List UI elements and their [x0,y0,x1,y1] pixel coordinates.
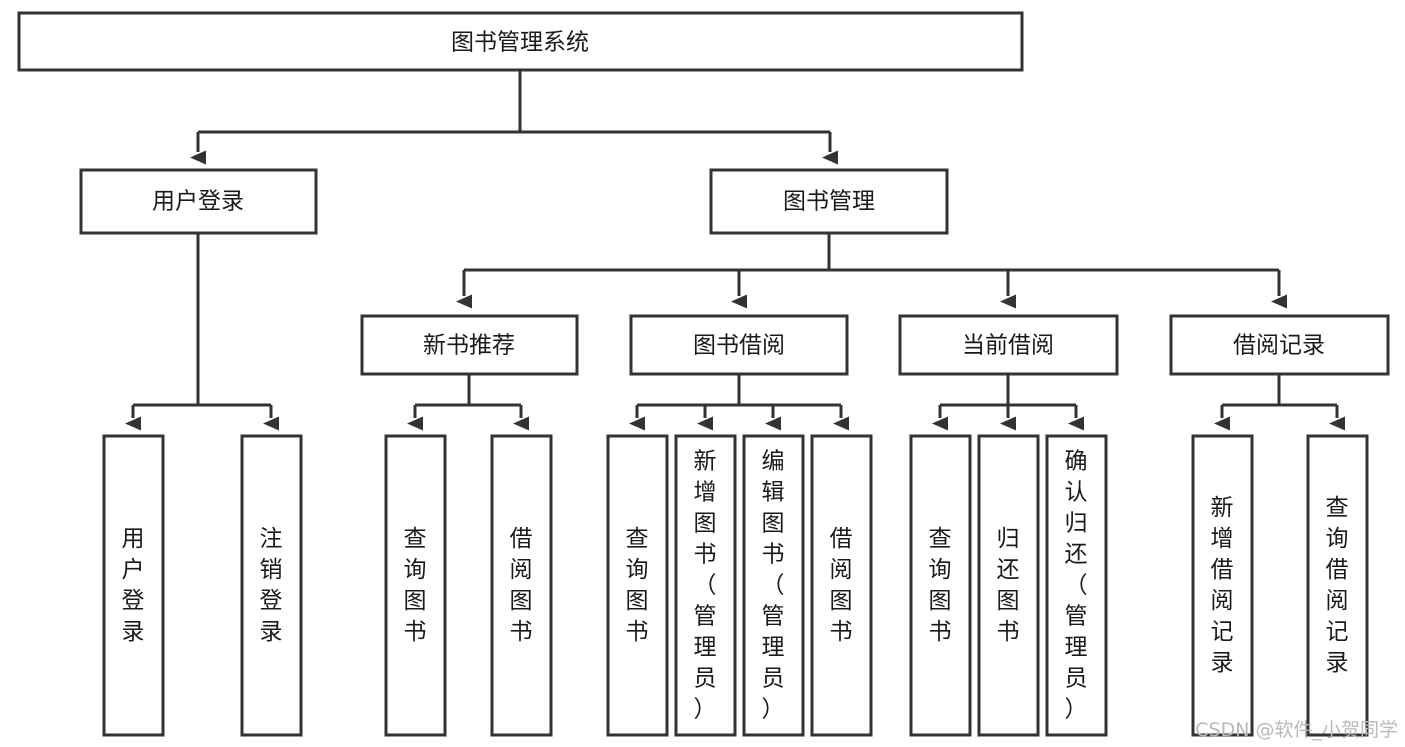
leaf-label: 新增图书（管理员） [694,449,717,723]
leaf-label: 借阅图书 [510,526,533,645]
leaf-box [384,434,447,737]
csdn-watermark: CSDN @软件_小贺同学 [1195,719,1398,741]
node-book-manage-box [709,168,949,235]
leaf-label: 查询图书 [929,526,952,645]
node-book-manage[interactable]: 图书管理 [709,168,949,235]
node-user-login[interactable]: 用户登录 [79,168,318,235]
leaf-box [102,434,165,737]
node-book-borrow[interactable]: 图书借阅 [629,314,849,376]
leaf-borrow-record-query[interactable]: 查询借阅记录 [1306,434,1369,737]
leaf-label: 注销登录 [260,526,283,645]
leaf-box [1045,434,1108,737]
node-root-system[interactable]: 图书管理系统 [17,11,1024,72]
leaf-label: 确认归还（管理员） [1065,449,1088,723]
leaf-label: 查询借阅记录 [1326,495,1349,676]
leaf-box [977,434,1040,737]
leaf-label: 借阅图书 [830,526,853,645]
node-book-manage-label: 图书管理 [783,189,875,215]
node-new-book-recommend-label: 新书推荐 [423,333,515,359]
node-book-borrow-box [629,314,849,376]
leaf-current-borrow-return[interactable]: 归还图书 [977,434,1040,737]
leaf-label: 编辑图书（管理员） [762,449,785,723]
leaf-new-book-query[interactable]: 查询图书 [384,434,447,737]
leaf-label: 用户登录 [122,526,145,645]
leaf-user-login-login[interactable]: 用户登录 [102,434,165,737]
node-borrow-record-label: 借阅记录 [1233,333,1325,359]
leaf-label: 查询图书 [626,526,649,645]
leaf-box [1191,434,1254,737]
leaf-label: 归还图书 [997,526,1020,645]
leaf-borrow-record-add[interactable]: 新增借阅记录 [1191,434,1254,737]
node-root-box [17,11,1024,72]
leaf-box [674,434,737,737]
node-user-login-label: 用户登录 [152,189,244,215]
node-current-borrow[interactable]: 当前借阅 [898,314,1119,376]
leaf-box [909,434,972,737]
node-book-borrow-label: 图书借阅 [693,333,785,359]
node-borrow-record[interactable]: 借阅记录 [1169,314,1390,376]
leaf-box [742,434,805,737]
node-current-borrow-label: 当前借阅 [962,333,1054,359]
leaf-box [490,434,553,737]
leaf-book-borrow-add[interactable]: 新增图书（管理员） [674,434,737,737]
leaf-box [240,434,303,737]
node-borrow-record-box [1169,314,1390,376]
node-new-book-recommend[interactable]: 新书推荐 [360,314,579,376]
leaf-book-borrow-borrow[interactable]: 借阅图书 [810,434,873,737]
node-new-book-recommend-box [360,314,579,376]
leaf-label: 新增借阅记录 [1211,495,1234,676]
leaf-label: 查询图书 [404,526,427,645]
leaf-current-borrow-query[interactable]: 查询图书 [909,434,972,737]
node-current-borrow-box [898,314,1119,376]
leaf-box [606,434,669,737]
leaf-current-borrow-confirm[interactable]: 确认归还（管理员） [1045,434,1108,737]
leaf-new-book-borrow[interactable]: 借阅图书 [490,434,553,737]
leaf-book-borrow-edit[interactable]: 编辑图书（管理员） [742,434,805,737]
leaf-book-borrow-query[interactable]: 查询图书 [606,434,669,737]
node-root-label: 图书管理系统 [451,30,589,56]
leaf-user-login-logout[interactable]: 注销登录 [240,434,303,737]
leaf-box [1306,434,1369,737]
leaf-box [810,434,873,737]
